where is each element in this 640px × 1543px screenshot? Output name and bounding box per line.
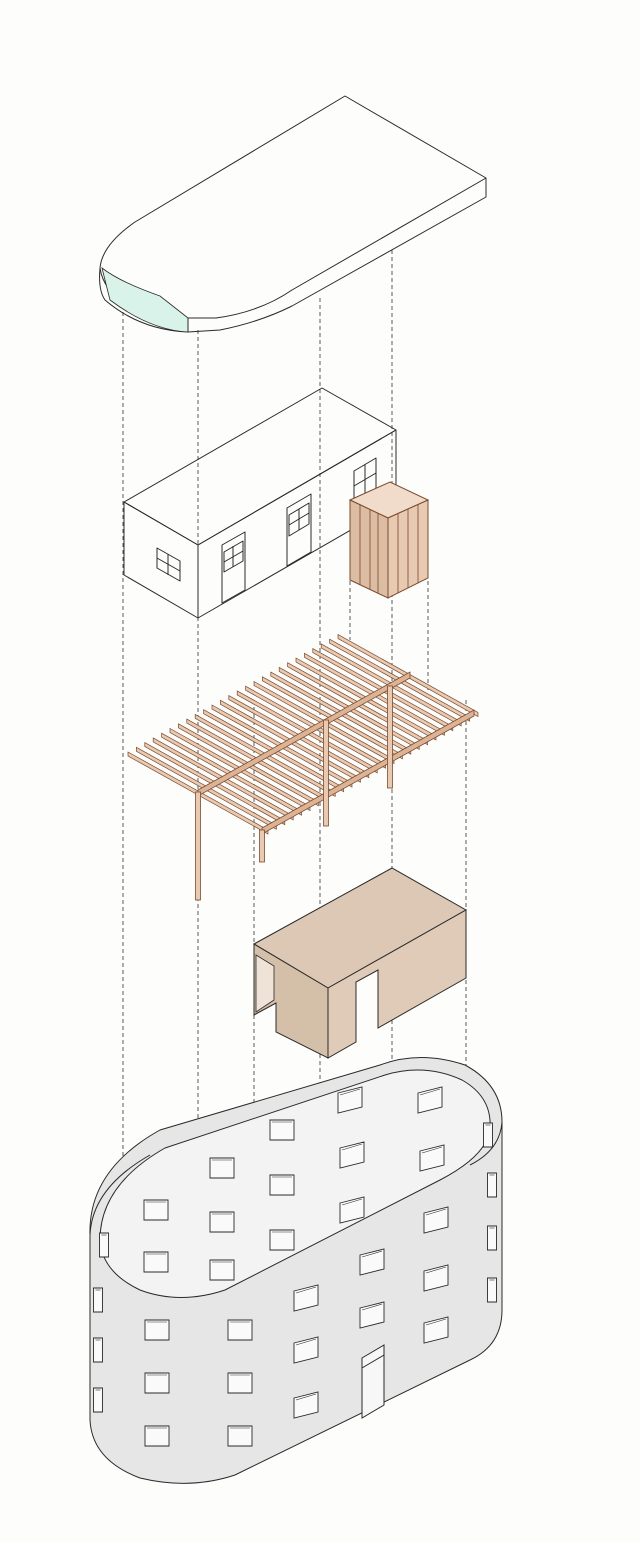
wall-window-opening [209,1211,235,1233]
wall-window-opening [269,1119,295,1141]
wall-window-reveal [341,1143,363,1151]
wall-window-reveal [361,1303,383,1311]
wall-window-opening [93,1387,103,1413]
wall-window-reveal [425,1208,447,1216]
wall-window-reveal [339,1088,361,1096]
roof-slab [99,95,487,333]
pergola-post [323,719,329,827]
wall-window-reveal [341,1198,363,1206]
wall-window-opening [487,1172,497,1198]
wall-window-opening [483,1122,493,1148]
wall-window-opening [144,1319,170,1341]
wall-window-opening [227,1425,253,1447]
wall-window-opening [144,1372,170,1394]
wall-window-opening [227,1372,253,1394]
wall-window-reveal [295,1286,317,1294]
wall-window-reveal [295,1393,317,1401]
wall-window-opening [487,1277,497,1303]
wall-window-opening [227,1319,253,1341]
wall-window-reveal [419,1088,441,1096]
wall-window-opening [269,1174,295,1196]
wall-window-opening [209,1157,235,1179]
perforated-oval-wall [89,1057,503,1484]
wall-window-opening [99,1232,109,1258]
wall-window-opening [143,1251,169,1273]
wall-window-reveal [421,1146,443,1154]
wall-door [361,1344,385,1419]
pergola-frame [127,633,479,901]
wall-window-opening [93,1287,103,1313]
roof-glazing-edge [101,266,189,333]
core-box [252,867,468,1059]
wall-window-reveal [361,1250,383,1258]
wall-window-reveal [295,1338,317,1346]
wall-window-reveal [425,1318,447,1326]
pergola-post [387,685,393,789]
pergola-post [259,829,265,863]
wood-cabinet [348,481,430,599]
wall-window-opening [144,1425,170,1447]
pergola-post [195,791,201,901]
wall-window-opening [269,1229,295,1251]
wall-window-opening [209,1259,235,1281]
wall-window-reveal [425,1266,447,1274]
wall-window-opening [143,1199,169,1221]
wall-window-opening [93,1337,103,1363]
wall-window-opening [487,1225,497,1251]
wall-openings [93,1086,497,1447]
